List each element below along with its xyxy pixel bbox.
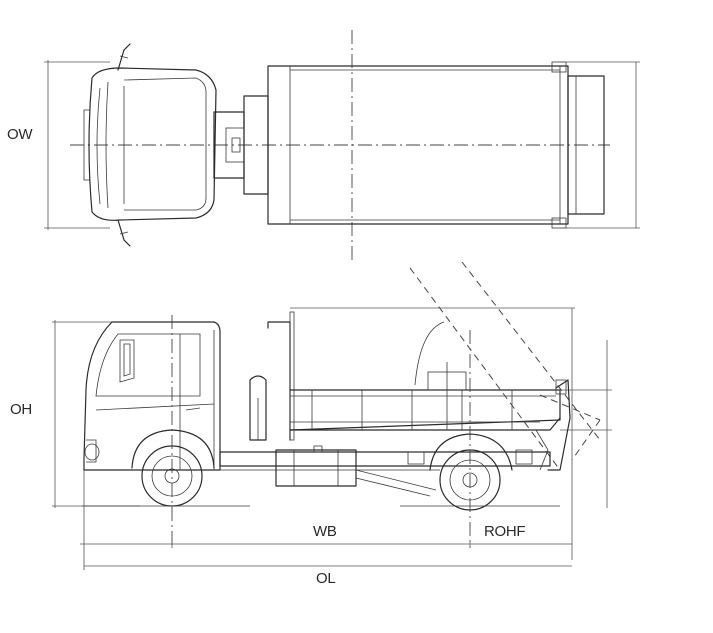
oh-label: OH [10,401,32,418]
cab-side-outline [83,321,221,471]
tip-angle-line-2 [461,261,601,441]
rohf-label: ROHF [484,523,526,540]
fuel-tank [275,449,357,487]
side-view [52,261,612,570]
ow-label: OW [7,126,33,143]
top-view [44,30,640,262]
cab-top-outline [88,67,217,221]
side-window [119,339,135,383]
wb-label: WB [313,523,337,540]
front-wheel [131,429,215,507]
dump-body-outline [289,389,561,431]
tip-angle-line-1 [409,267,561,471]
mirror-top [117,43,131,71]
mirror-bottom [117,219,131,247]
ol-label: OL [316,570,336,587]
